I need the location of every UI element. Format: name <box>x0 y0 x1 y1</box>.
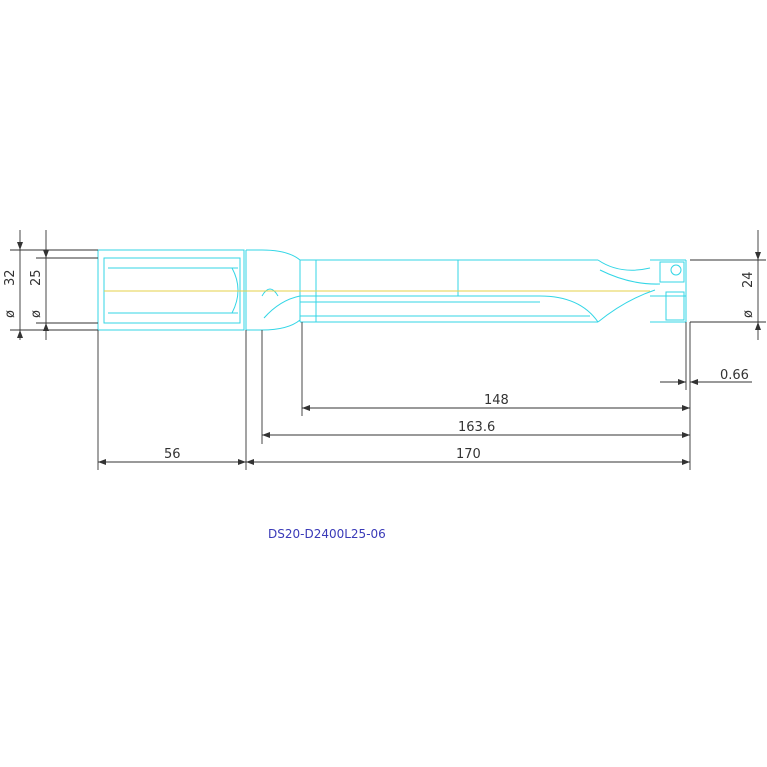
insert-bottom <box>665 291 685 321</box>
part-number: DS20-D2400L25-06 <box>268 527 386 541</box>
insert-top <box>659 261 685 283</box>
arrow <box>43 323 49 331</box>
spiral-3 <box>597 289 656 323</box>
dim-32-label: ø 32 <box>3 269 18 318</box>
arrow <box>262 432 270 438</box>
shank-flat-end <box>231 267 239 314</box>
arrow <box>690 379 698 385</box>
arrow <box>17 242 23 250</box>
dim-25-label: ø 25 <box>29 269 44 318</box>
arrow <box>682 432 690 438</box>
drill-outline <box>97 249 687 331</box>
dim-56-label: 56 <box>164 447 181 462</box>
neck-bottom <box>246 319 301 331</box>
dim-24-label: ø 24 <box>741 271 756 318</box>
shank-body <box>97 249 245 331</box>
dim-24-value: 24 <box>741 271 756 288</box>
dim-32-value: 32 <box>3 269 18 286</box>
arrow <box>682 405 690 411</box>
spiral-4 <box>599 269 661 285</box>
arrow <box>678 379 686 385</box>
dim-148-label: 148 <box>484 393 509 408</box>
arrow <box>755 252 761 260</box>
dim-32-symbol: ø <box>3 310 18 318</box>
dim-24-symbol: ø <box>741 310 756 318</box>
arrow <box>98 459 106 465</box>
arrow <box>238 459 246 465</box>
dimension-lines <box>10 230 766 470</box>
arrow <box>302 405 310 411</box>
dim-066-label: 0.66 <box>720 368 749 383</box>
dimension-arrows <box>17 242 761 465</box>
arrow <box>43 250 49 258</box>
dim-170-label: 170 <box>456 447 481 462</box>
arrow <box>17 330 23 338</box>
arrow <box>682 459 690 465</box>
dim-25-value: 25 <box>29 269 44 286</box>
arrow <box>246 459 254 465</box>
dim-25-symbol: ø <box>29 310 44 318</box>
flute-entry <box>263 295 301 319</box>
dim-1636-label: 163.6 <box>458 420 495 435</box>
insert-screw <box>670 264 682 276</box>
spiral-1 <box>539 295 599 323</box>
arrow <box>755 322 761 330</box>
neck-top <box>246 249 301 261</box>
spiral-2 <box>597 259 651 271</box>
neck-groove <box>261 288 279 297</box>
